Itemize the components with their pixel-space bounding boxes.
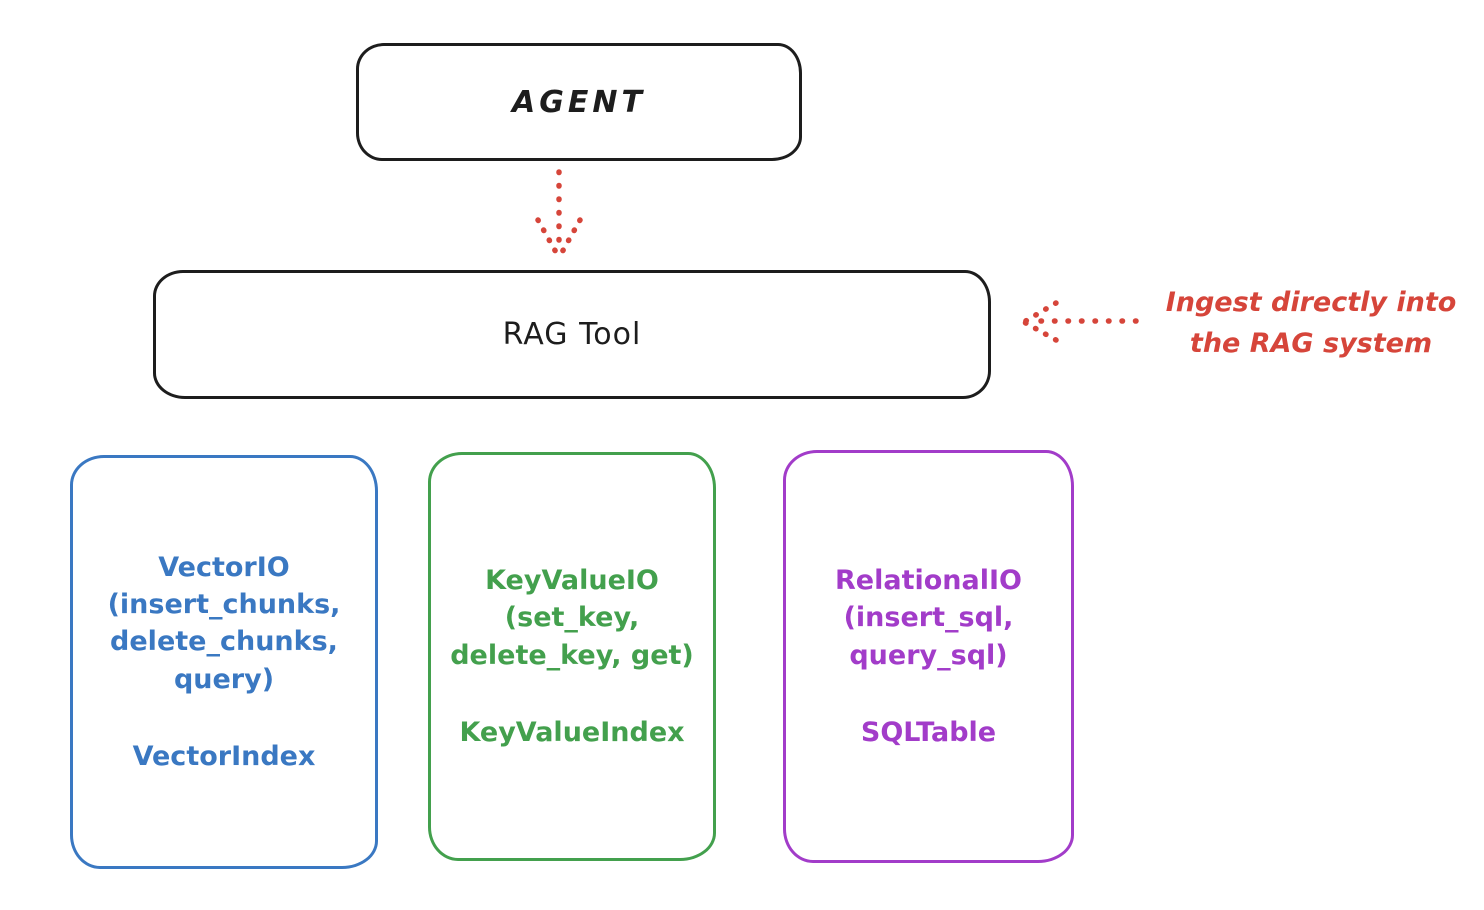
agent-label: AGENT [512, 84, 646, 120]
keyvalue-io-methods-line1: (set_key, [504, 602, 640, 634]
agent-to-ragtool-arrow [535, 169, 583, 257]
sql-table-label: SQLTable [860, 716, 997, 748]
vector-io-title: VectorIO [158, 551, 290, 583]
vector-index-label: VectorIndex [132, 740, 316, 772]
keyvalue-io-node: KeyValueIO (set_key, delete_key, get) Ke… [428, 452, 716, 861]
relational-io-node: RelationalIO (insert_sql, query_sql) SQL… [783, 450, 1074, 863]
relational-io-methods-line1: (insert_sql, [843, 602, 1014, 634]
keyvalue-index-label: KeyValueIndex [459, 716, 685, 748]
relational-io-title: RelationalIO [835, 565, 1022, 596]
vector-io-methods-line1: (insert_chunks, [107, 589, 341, 621]
annotation-to-ragtool-arrow [1021, 300, 1139, 343]
vector-io-methods-line2: delete_chunks, [110, 626, 338, 658]
relational-io-methods-line2: query_sql) [849, 639, 1008, 671]
rag-tool-label: RAG Tool [502, 317, 642, 352]
keyvalue-io-title: KeyValueIO [485, 565, 659, 596]
vector-io-node: VectorIO (insert_chunks, delete_chunks, … [70, 455, 378, 869]
keyvalue-io-methods-line2: delete_key, get) [450, 639, 694, 671]
ingest-annotation: Ingest directly into the RAG system [1138, 283, 1484, 364]
rag-tool-node: RAG Tool [153, 270, 991, 399]
agent-node: AGENT [356, 43, 802, 161]
vector-io-methods-line3: query) [173, 663, 275, 695]
ingest-annotation-line1: Ingest directly into [1165, 287, 1457, 318]
ingest-annotation-line2: the RAG system [1189, 327, 1433, 359]
